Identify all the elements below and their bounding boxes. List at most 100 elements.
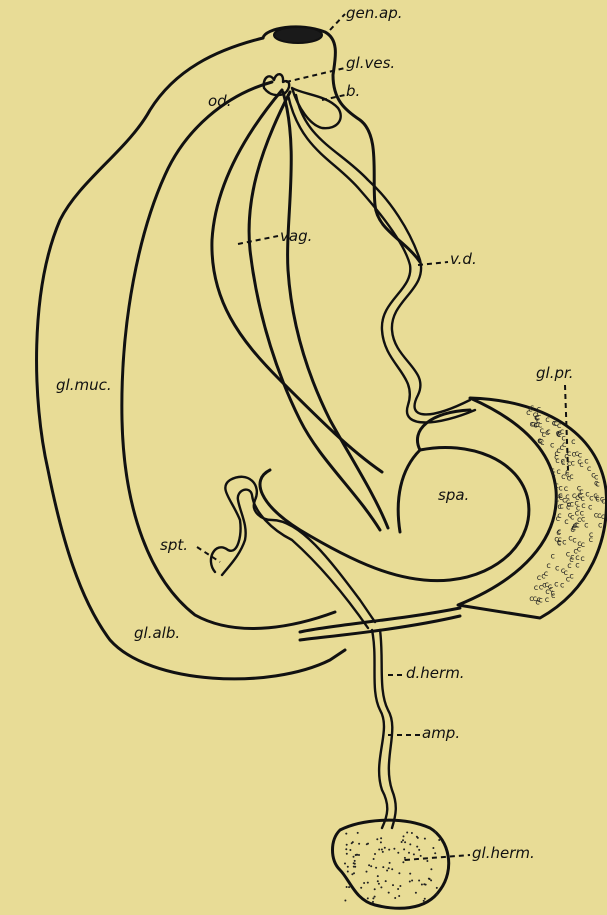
stipple-mark: c	[554, 580, 558, 589]
stipple-mark: c	[537, 573, 541, 582]
label-gl-herm: gl.herm.	[472, 846, 535, 861]
stipple-mark: c	[538, 436, 542, 445]
stipple-dot	[401, 841, 403, 843]
stipple-mark: c	[545, 595, 549, 604]
stipple-dot	[357, 832, 359, 834]
stipple-mark: c	[550, 440, 554, 449]
stipple-mark: c	[569, 571, 573, 580]
stipple-mark: c	[556, 429, 560, 438]
hermaphrodite-duct	[372, 630, 387, 828]
stipple-mark: c	[564, 517, 568, 526]
stipple-dot	[378, 849, 380, 851]
stipple-dot	[347, 866, 349, 868]
label-spt: spt.	[160, 538, 188, 553]
stipple-mark: c	[575, 521, 579, 530]
stipple-dot	[367, 843, 369, 845]
leader-gl-herm	[405, 855, 470, 860]
stipple-dot	[430, 879, 432, 881]
stipple-dot	[382, 866, 384, 868]
stipple-mark: c	[595, 493, 599, 502]
stipple-dot	[353, 862, 355, 864]
hermaphrodite-gland	[333, 820, 449, 908]
stipple-mark: c	[587, 464, 591, 473]
stipple-dot	[397, 852, 399, 854]
stipple-dot	[415, 892, 417, 894]
stipple-dot	[389, 862, 391, 864]
stipple-dot	[374, 853, 376, 855]
stipple-dot	[375, 867, 377, 869]
stipple-dot	[409, 881, 411, 883]
stipple-mark: c	[542, 581, 546, 590]
stipple-dot	[418, 880, 420, 882]
stipple-dot	[345, 848, 347, 850]
stipple-mark: c	[562, 537, 566, 546]
leader-vag	[238, 236, 278, 244]
stipple-mark: c	[554, 481, 558, 490]
stipple-mark: c	[538, 595, 542, 604]
stipple-mark: c	[545, 428, 549, 437]
stipple-dot	[376, 838, 378, 840]
stipple-mark: c	[580, 554, 584, 563]
stipple-mark: c	[571, 458, 575, 467]
stipple-dot	[349, 849, 351, 851]
stipple-dot	[354, 860, 356, 862]
label-d-herm: d.herm.	[406, 666, 465, 681]
stipple-mark: c	[589, 530, 593, 539]
stipple-dot	[411, 880, 413, 882]
hermaphrodite-gland-stipple	[344, 831, 440, 903]
stipple-dot	[366, 871, 368, 873]
stipple-dot	[351, 842, 353, 844]
stipple-dot	[423, 883, 425, 885]
stipple-dot	[438, 839, 440, 841]
stipple-dot	[388, 892, 390, 894]
stipple-mark: c	[589, 493, 593, 502]
label-vag: vag.	[280, 229, 312, 244]
stipple-dot	[363, 882, 365, 884]
stipple-dot	[416, 846, 418, 848]
label-gl-ves: gl.ves.	[346, 56, 395, 71]
stipple-dot	[403, 848, 405, 850]
stipple-dot	[351, 873, 353, 875]
stipple-mark: c	[598, 521, 602, 530]
stipple-dot	[434, 831, 436, 833]
stipple-dot	[409, 843, 411, 845]
spermathecal-duct	[211, 477, 375, 622]
stipple-mark: c	[562, 440, 566, 449]
stipple-dot	[346, 853, 348, 855]
stipple-mark: c	[581, 494, 585, 503]
stipple-mark: c	[559, 501, 563, 510]
label-gl-muc: gl.muc.	[56, 378, 112, 393]
stipple-dot	[378, 883, 380, 885]
stipple-dot	[360, 887, 362, 889]
stipple-mark: c	[567, 561, 571, 570]
stipple-dot	[345, 833, 347, 835]
stipple-dot	[394, 897, 396, 899]
stipple-dot	[372, 901, 374, 903]
stipple-dot	[358, 854, 360, 856]
stipple-dot	[402, 861, 404, 863]
stipple-dot	[386, 870, 388, 872]
stipple-dot	[367, 882, 369, 884]
leader-v-d	[418, 262, 448, 265]
stipple-dot	[403, 835, 405, 837]
stipple-mark: c	[588, 503, 592, 512]
stipple-dot	[381, 849, 383, 851]
stipple-dot	[411, 832, 413, 834]
stipple-dot	[428, 878, 430, 880]
stipple-dot	[346, 886, 348, 888]
stipple-mark: c	[566, 550, 570, 559]
stipple-dot	[384, 847, 386, 849]
stipple-mark: c	[557, 527, 561, 536]
stipple-mark: c	[570, 525, 574, 534]
stipple-mark: c	[552, 418, 556, 427]
stipple-mark: c	[571, 437, 575, 446]
stipple-dot	[402, 839, 404, 841]
stipple-dot	[367, 897, 369, 899]
stipple-mark: c	[551, 469, 555, 478]
stipple-mark: c	[555, 564, 559, 573]
leader-b	[322, 95, 345, 100]
stipple-dot	[426, 860, 428, 862]
stipple-mark: c	[556, 467, 560, 476]
vas-deferens-inner	[288, 95, 475, 423]
